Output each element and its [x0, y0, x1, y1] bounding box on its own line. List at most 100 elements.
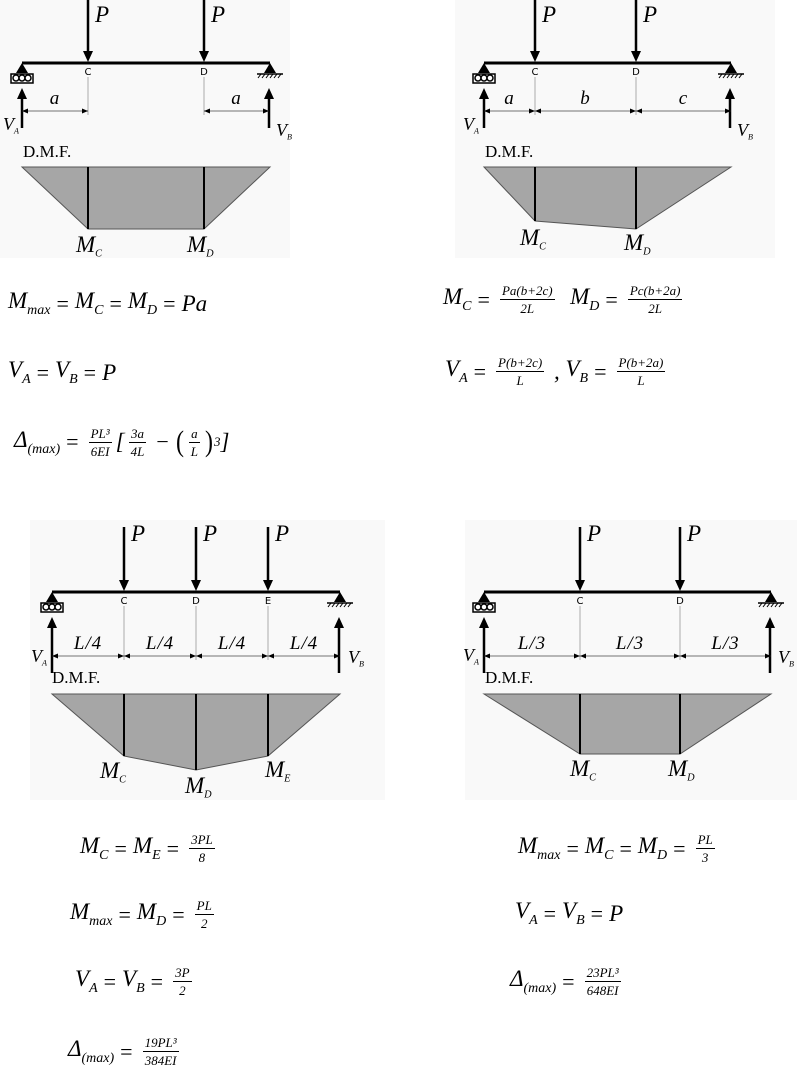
dimension-arrow: [82, 108, 88, 114]
variable-subscript: D: [589, 299, 600, 314]
operator: =: [566, 835, 579, 861]
operator: =: [543, 900, 557, 926]
roller-icon: [474, 74, 482, 82]
term: [559, 287, 571, 313]
denominator: 6EI: [90, 443, 110, 459]
load-label: P: [642, 2, 657, 27]
variable-subscript: C: [604, 848, 614, 863]
variable: MC: [75, 288, 104, 319]
dimension-arrow: [263, 108, 269, 114]
operator: =: [172, 901, 185, 927]
variable: MD: [570, 284, 599, 315]
roller-support-icon: [10, 73, 34, 84]
variable: MC: [80, 833, 109, 864]
ground-hatch: [331, 602, 336, 608]
variable-subscript: A: [22, 372, 31, 387]
fraction: Pa(b+2c)2L: [499, 283, 555, 316]
variable: Δ(max): [68, 1036, 114, 1067]
ground-hatch: [722, 73, 727, 79]
dimension-arrow: [630, 108, 636, 114]
reaction-label-a: VA: [31, 646, 47, 668]
span-label: b: [580, 88, 591, 109]
span-label: L/3: [615, 633, 644, 654]
term: Pa: [181, 290, 208, 316]
variable: VB: [55, 357, 78, 388]
variable: VA: [445, 356, 468, 387]
moment-label: MC: [75, 232, 102, 260]
exponent: 3: [214, 434, 221, 449]
ground-hatch: [335, 602, 340, 608]
ground-hatch: [265, 73, 270, 79]
formula: Mmax=MC=MD=Pa: [8, 288, 207, 319]
variable-symbol: V: [445, 356, 460, 381]
dimension-arrow: [484, 108, 490, 114]
variable-symbol: M: [136, 899, 157, 924]
moment-label: MD: [184, 773, 212, 801]
load-arrow-head: [119, 580, 129, 591]
operator: −: [156, 429, 169, 454]
parenthesis: (: [175, 425, 184, 458]
denominator: L: [190, 443, 198, 459]
ground-hatch: [762, 602, 767, 608]
pin-support-icon: [765, 592, 777, 602]
load-label: P: [686, 521, 701, 546]
dimension-arrow: [765, 653, 771, 659]
variable-subscript: A: [89, 981, 98, 996]
roller-support-icon: [472, 602, 496, 613]
ground-hatch: [774, 602, 779, 608]
numerator: P(b+2c): [496, 355, 545, 372]
span-label: L/3: [517, 633, 546, 654]
variable-symbol: Δ: [68, 1036, 82, 1061]
load-arrow-head: [675, 580, 685, 591]
variable: Mmax: [70, 899, 113, 930]
ground-hatch: [770, 602, 775, 608]
variable-symbol: Δ: [510, 966, 524, 991]
roller-icon: [54, 603, 62, 611]
operator: =: [163, 290, 176, 316]
point-label: C: [121, 596, 128, 607]
moment-label: ME: [264, 757, 291, 785]
roller-icon: [486, 74, 494, 82]
dimension-arrow: [268, 653, 274, 659]
reaction-arrow-b-head: [264, 88, 274, 99]
load-label: P: [274, 521, 289, 546]
point-label: C: [85, 67, 92, 78]
span-label: a: [50, 88, 61, 109]
formula: VA=VB=P: [8, 357, 116, 388]
numerator: P(b+2a): [616, 355, 666, 372]
moment-label: MD: [623, 230, 651, 258]
operator: =: [473, 358, 487, 384]
variable-symbol: V: [122, 966, 137, 991]
term: ,: [548, 358, 566, 384]
load-label: P: [94, 2, 109, 27]
span-label: L/4: [217, 633, 246, 654]
load-label: P: [541, 2, 556, 27]
dimension-arrow: [725, 108, 731, 114]
formula: VA=P(b+2c)L , VB=P(b+2a)L: [445, 355, 669, 388]
roller-support-icon: [472, 73, 496, 84]
point-label: D: [192, 596, 200, 607]
load-label: P: [210, 2, 225, 27]
dmf-title: D.M.F.: [52, 668, 100, 687]
reaction-arrow-b-head: [725, 88, 735, 99]
reaction-arrow-a-head: [479, 617, 489, 628]
operator: =: [66, 429, 79, 454]
span-label: L/3: [710, 633, 739, 654]
span-label: L/4: [73, 633, 102, 654]
variable-subscript: B: [579, 371, 589, 386]
denominator: 3: [701, 850, 709, 865]
operator: =: [166, 835, 180, 861]
numerator: PL: [194, 898, 214, 915]
dmf-title: D.M.F.: [485, 668, 533, 687]
denominator: L: [637, 373, 645, 388]
